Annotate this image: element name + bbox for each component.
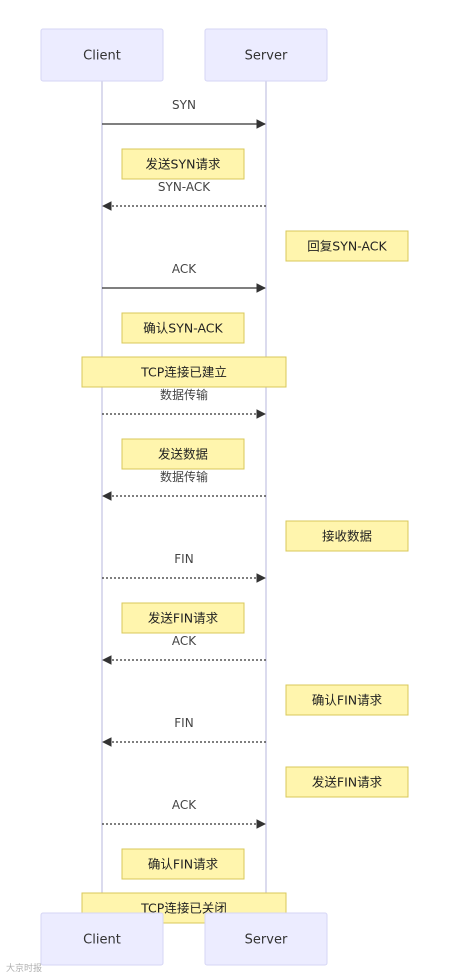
note-box bbox=[285, 230, 409, 262]
watermark: 大京时报 bbox=[6, 962, 42, 974]
message-label: ACK bbox=[172, 798, 197, 812]
note-box bbox=[121, 312, 245, 344]
note-text: 发送数据 bbox=[158, 447, 208, 462]
note-text: 发送FIN请求 bbox=[148, 611, 219, 626]
actor-client-bottom: Client bbox=[40, 912, 164, 966]
note-text: 接收数据 bbox=[322, 529, 372, 544]
message: ACK bbox=[102, 798, 266, 829]
actor-label: Server bbox=[245, 49, 288, 64]
note: 发送数据 bbox=[121, 438, 245, 470]
note-text: 确认FIN请求 bbox=[148, 857, 219, 872]
note: 接收数据 bbox=[285, 520, 409, 552]
message: 数据传输 bbox=[102, 387, 266, 419]
actor-box bbox=[40, 28, 164, 82]
note: 回复SYN-ACK bbox=[285, 230, 409, 262]
message: FIN bbox=[102, 552, 266, 583]
note-text: TCP连接已关闭 bbox=[140, 901, 227, 916]
message-label: FIN bbox=[174, 552, 193, 566]
actor-box bbox=[40, 912, 164, 966]
note-text: TCP连接已建立 bbox=[140, 365, 227, 380]
note-text: 发送FIN请求 bbox=[312, 775, 383, 790]
message-label: ACK bbox=[172, 634, 197, 648]
note: 确认FIN请求 bbox=[121, 848, 245, 880]
message: FIN bbox=[102, 716, 266, 747]
actor-client-top: Client bbox=[40, 28, 164, 82]
message-label: SYN bbox=[172, 98, 196, 112]
note-box bbox=[121, 602, 245, 634]
note-box bbox=[285, 684, 409, 716]
note-box bbox=[121, 148, 245, 180]
actor-server-top: Server bbox=[204, 28, 328, 82]
note-box bbox=[121, 438, 245, 470]
note: 发送FIN请求 bbox=[285, 766, 409, 798]
note-box bbox=[285, 766, 409, 798]
actor-label: Client bbox=[83, 933, 121, 948]
note-text: 确认FIN请求 bbox=[312, 693, 383, 708]
message-label: ACK bbox=[172, 262, 197, 276]
actor-label: Client bbox=[83, 49, 121, 64]
note-text: 发送SYN请求 bbox=[146, 157, 221, 172]
message-label: FIN bbox=[174, 716, 193, 730]
note-box bbox=[81, 356, 287, 388]
note: TCP连接已建立 bbox=[81, 356, 287, 388]
message: SYN-ACK bbox=[102, 180, 266, 211]
note-text: 回复SYN-ACK bbox=[307, 239, 387, 254]
note-text: 确认SYN-ACK bbox=[143, 321, 223, 336]
message: ACK bbox=[102, 262, 266, 293]
message: SYN bbox=[102, 98, 266, 129]
actor-server-bottom: Server bbox=[204, 912, 328, 966]
note: 确认SYN-ACK bbox=[121, 312, 245, 344]
note: 确认FIN请求 bbox=[285, 684, 409, 716]
message-label: 数据传输 bbox=[160, 387, 208, 402]
note-box bbox=[285, 520, 409, 552]
message-label: 数据传输 bbox=[160, 469, 208, 484]
note-box bbox=[121, 848, 245, 880]
message: ACK bbox=[102, 634, 266, 665]
note: 发送SYN请求 bbox=[121, 148, 245, 180]
actor-box bbox=[204, 912, 328, 966]
message-label: SYN-ACK bbox=[158, 180, 211, 194]
actor-box bbox=[204, 28, 328, 82]
message: 数据传输 bbox=[102, 469, 266, 501]
actor-label: Server bbox=[245, 933, 288, 948]
note: 发送FIN请求 bbox=[121, 602, 245, 634]
